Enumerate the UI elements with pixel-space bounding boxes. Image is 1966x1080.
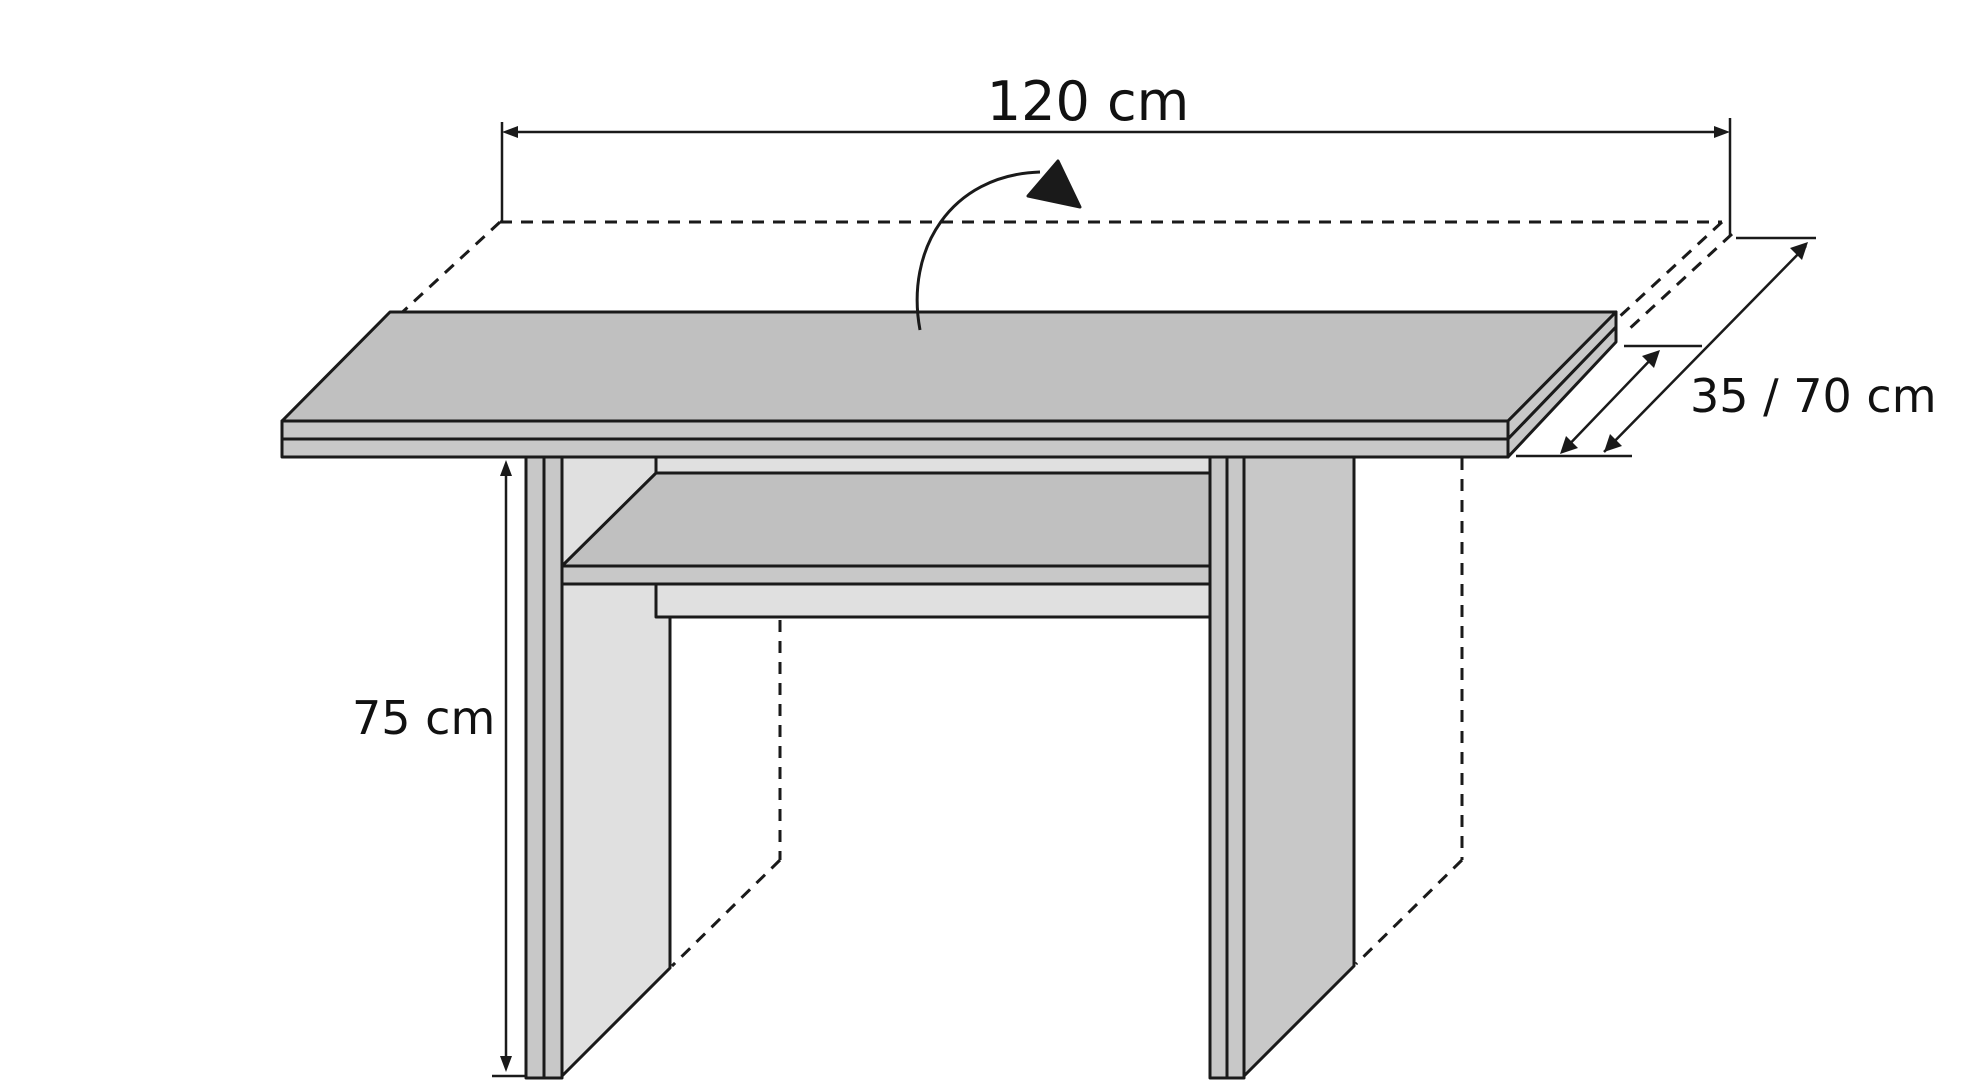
- width-label: 120 cm: [987, 70, 1190, 133]
- height-label: 75 cm: [352, 691, 495, 745]
- left-leg: [524, 455, 782, 1080]
- width-dimension: [500, 118, 1732, 236]
- height-dimension: [492, 460, 526, 1078]
- extended-top-outline: [394, 220, 1734, 332]
- right-leg: [1208, 455, 1464, 1080]
- depth-label: 35 / 70 cm: [1690, 369, 1937, 423]
- depth-dimension: [1516, 236, 1816, 458]
- table-top: [280, 310, 1618, 459]
- curved-arrow-icon: [915, 159, 1082, 331]
- shelf: [560, 455, 1212, 619]
